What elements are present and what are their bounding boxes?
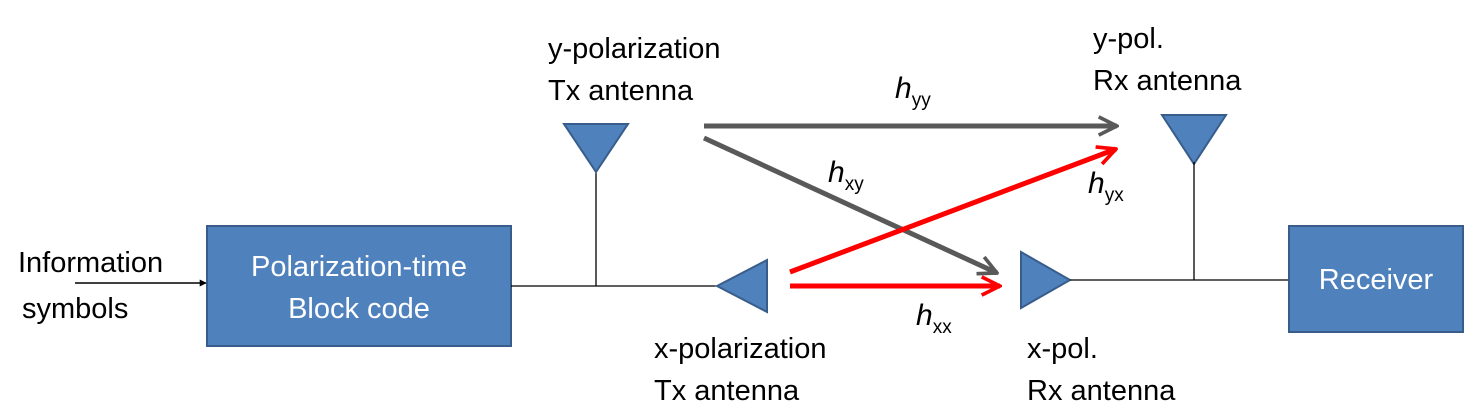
tx-y-label-line2: Tx antenna — [548, 75, 694, 107]
rx-x-antenna-icon — [1020, 250, 1073, 310]
receiver-block — [1288, 225, 1464, 333]
channel-hyx-label: hyx — [1088, 167, 1124, 206]
input-label-line1: Information — [18, 247, 163, 279]
channel-hyy-label: hyy — [895, 72, 931, 111]
receiver-label: Receiver — [1319, 264, 1434, 296]
tx-x-antenna-icon — [714, 258, 768, 314]
encoder-block — [206, 225, 512, 347]
encoder-label-line2: Block code — [288, 293, 430, 325]
channel-hxy-arrow — [702, 135, 997, 273]
rx-y-label-line2: Rx antenna — [1093, 65, 1242, 97]
input-label-line2: symbols — [22, 293, 128, 325]
tx-y-label-line1: y-polarization — [548, 33, 720, 65]
tx-x-label-line2: Tx antenna — [654, 375, 800, 407]
rx-x-label-line1: x-pol. — [1027, 333, 1098, 365]
rx-x-label-line2: Rx antenna — [1027, 375, 1176, 407]
encoder-label-line1: Polarization-time — [251, 251, 467, 283]
tx-x-label-line1: x-polarization — [654, 333, 826, 365]
tx-y-antenna-icon — [562, 123, 630, 174]
channel-hxy-label: hxy — [828, 156, 864, 195]
rx-y-label-line1: y-pol. — [1093, 23, 1164, 55]
channel-hyx-arrow — [789, 149, 1116, 275]
channel-hxx-label: hxx — [916, 299, 952, 338]
rx-y-antenna-icon — [1160, 114, 1228, 166]
